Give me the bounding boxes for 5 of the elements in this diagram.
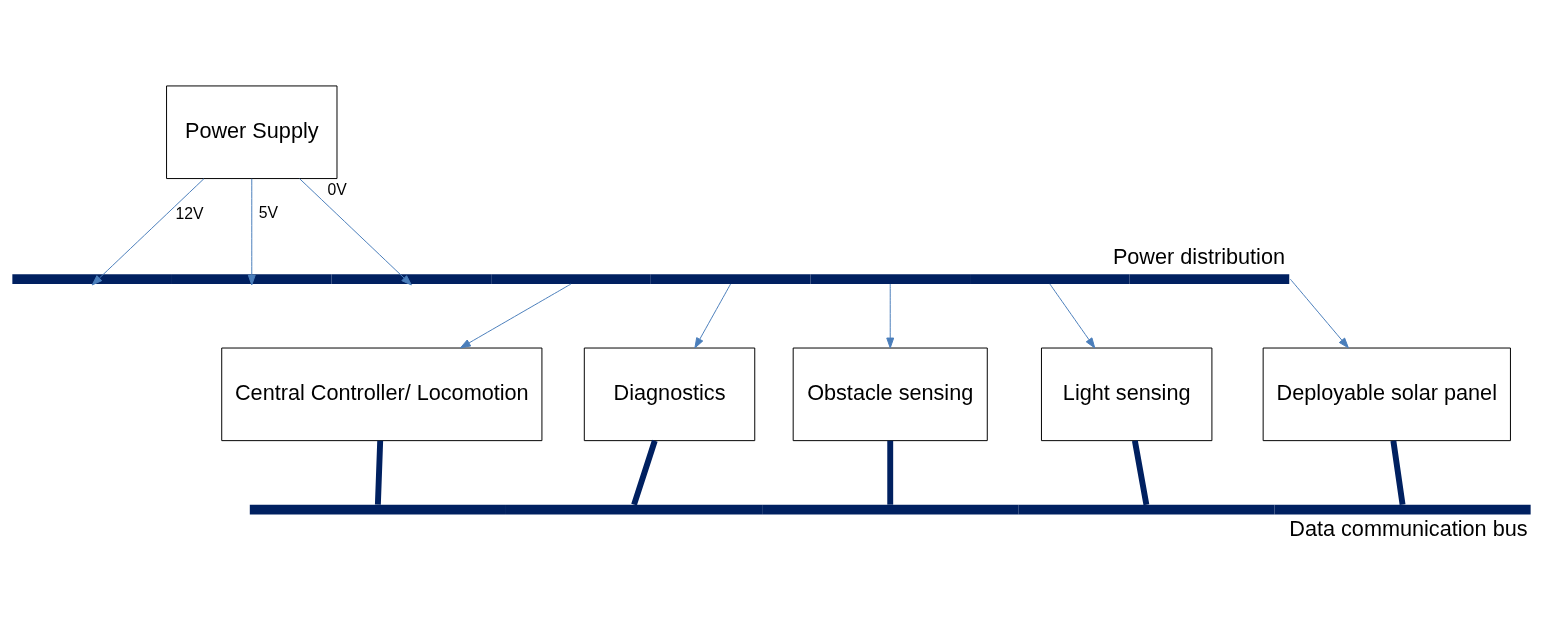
- node-label: Data communication bus: [1289, 515, 1528, 541]
- edge-label: 12V: [175, 204, 204, 222]
- edge-label: 0V: [327, 180, 347, 198]
- edge-label: 5V: [258, 203, 279, 221]
- node-label: Power distribution: [1112, 243, 1286, 269]
